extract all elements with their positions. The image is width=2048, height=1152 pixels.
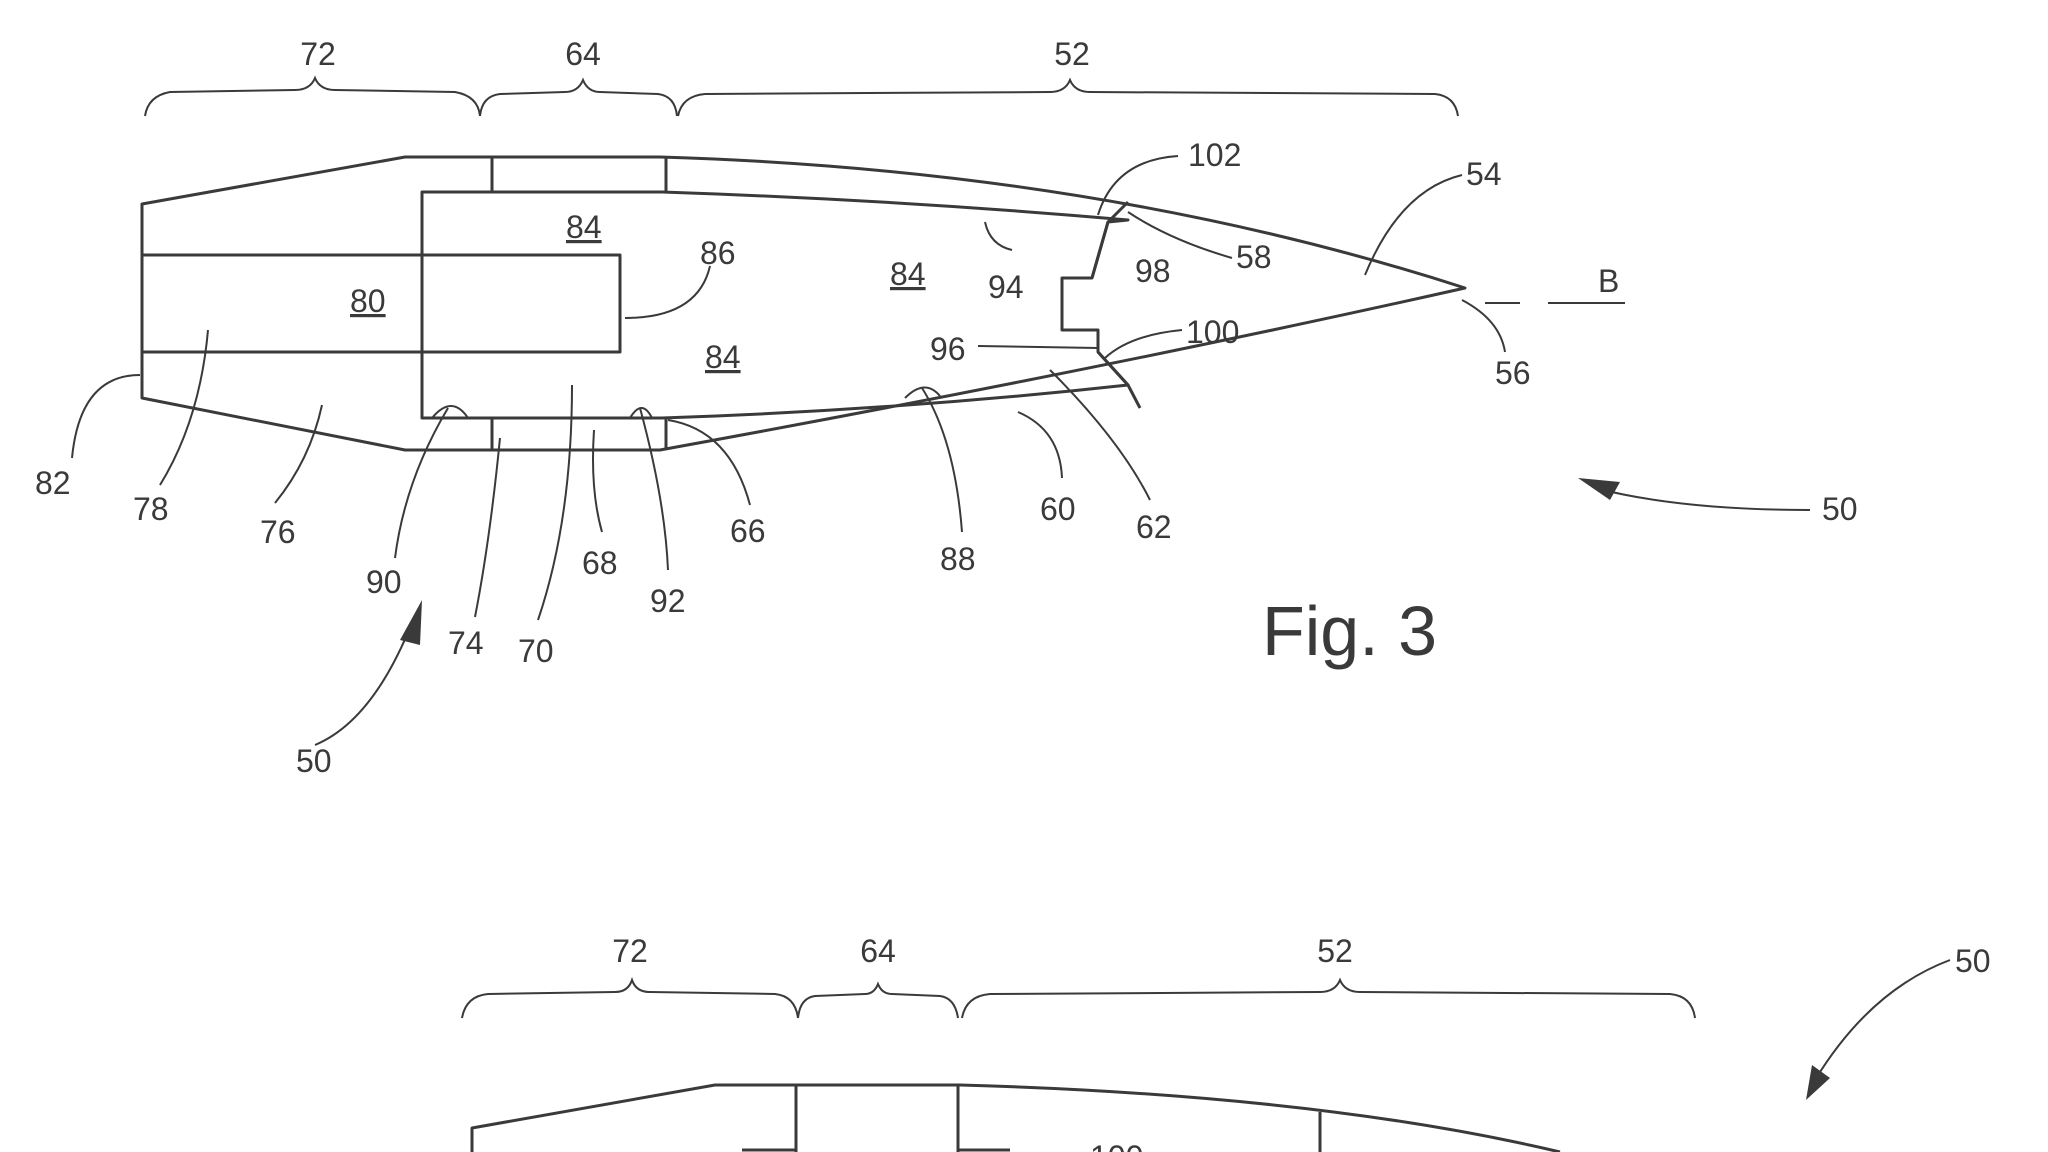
- label-68: 68: [582, 545, 618, 581]
- label-102: 102: [1188, 137, 1241, 173]
- label-56: 56: [1495, 355, 1531, 391]
- brace-72: [145, 78, 480, 116]
- label-50-right: 50: [1822, 491, 1858, 527]
- leader-96: [978, 346, 1098, 348]
- leader-74: [475, 438, 500, 617]
- label-62: 62: [1136, 509, 1172, 545]
- label-86: 86: [700, 235, 736, 271]
- label-90: 90: [366, 564, 402, 600]
- label-96: 96: [930, 331, 966, 367]
- leader-86: [625, 266, 710, 318]
- leader-90: [395, 408, 448, 558]
- bump-90: [432, 406, 468, 418]
- leader-54: [1365, 175, 1462, 275]
- leader-60: [1018, 412, 1062, 478]
- region-label-52-bottom: 52: [1317, 933, 1353, 969]
- label-82: 82: [35, 465, 71, 501]
- arrow-50-bottom-head: [1806, 1065, 1830, 1100]
- label-84-top: 84: [566, 209, 602, 245]
- leader-76: [275, 405, 322, 503]
- label-50-left: 50: [296, 743, 332, 779]
- brace-52: [678, 80, 1458, 116]
- figure-3: 72 64 52 102 54 58 98 94 86 100 96 56 B …: [35, 36, 1858, 779]
- label-54: 54: [1466, 156, 1502, 192]
- figure-4-partial: 72 64 52 100 50: [462, 933, 1991, 1152]
- region-label-72: 72: [300, 36, 336, 72]
- label-74: 74: [448, 625, 484, 661]
- region-label-64-bottom: 64: [860, 933, 896, 969]
- leader-92: [640, 408, 668, 570]
- label-84-mid: 84: [890, 256, 926, 292]
- region-label-52: 52: [1054, 36, 1090, 72]
- axis-label-b: B: [1598, 263, 1619, 299]
- arrow-50-left-shaft: [315, 615, 415, 745]
- label-76: 76: [260, 514, 296, 550]
- label-84-low: 84: [705, 339, 741, 375]
- brace-52-bottom: [962, 980, 1695, 1018]
- label-98: 98: [1135, 253, 1171, 289]
- region-label-64: 64: [565, 36, 601, 72]
- leader-58: [1128, 212, 1232, 258]
- label-88: 88: [940, 541, 976, 577]
- leader-56: [1462, 300, 1505, 352]
- brace-72-bottom: [462, 980, 798, 1018]
- partial-label-100: 100: [1090, 1139, 1143, 1152]
- label-78: 78: [133, 491, 169, 527]
- arrow-50-left-head: [400, 600, 422, 645]
- leader-68: [593, 430, 602, 532]
- outer-casing: [142, 157, 1465, 450]
- leader-82: [72, 375, 140, 458]
- leader-100: [1105, 330, 1182, 358]
- label-60: 60: [1040, 491, 1076, 527]
- leader-70: [538, 385, 572, 620]
- inner-cavity: [422, 192, 1128, 418]
- label-58: 58: [1236, 239, 1272, 275]
- region-label-72-bottom: 72: [612, 933, 648, 969]
- arrow-50-bottom-shaft: [1815, 960, 1950, 1080]
- brace-64: [480, 80, 677, 116]
- figure-caption: Fig. 3: [1262, 592, 1437, 670]
- label-70: 70: [518, 633, 554, 669]
- shell-segment-58: [1092, 202, 1128, 278]
- label-92: 92: [650, 583, 686, 619]
- label-100: 100: [1186, 314, 1239, 350]
- label-66: 66: [730, 513, 766, 549]
- arrow-50-right-shaft: [1595, 488, 1810, 510]
- label-50-bottom: 50: [1955, 943, 1991, 979]
- leader-88: [922, 388, 962, 532]
- leader-66: [668, 420, 750, 505]
- leader-94: [985, 222, 1012, 250]
- label-94: 94: [988, 269, 1024, 305]
- arrow-50-right-head: [1578, 478, 1620, 500]
- outer-casing-bottom: [472, 1085, 1560, 1152]
- label-80: 80: [350, 283, 386, 319]
- brace-64-bottom: [798, 984, 958, 1018]
